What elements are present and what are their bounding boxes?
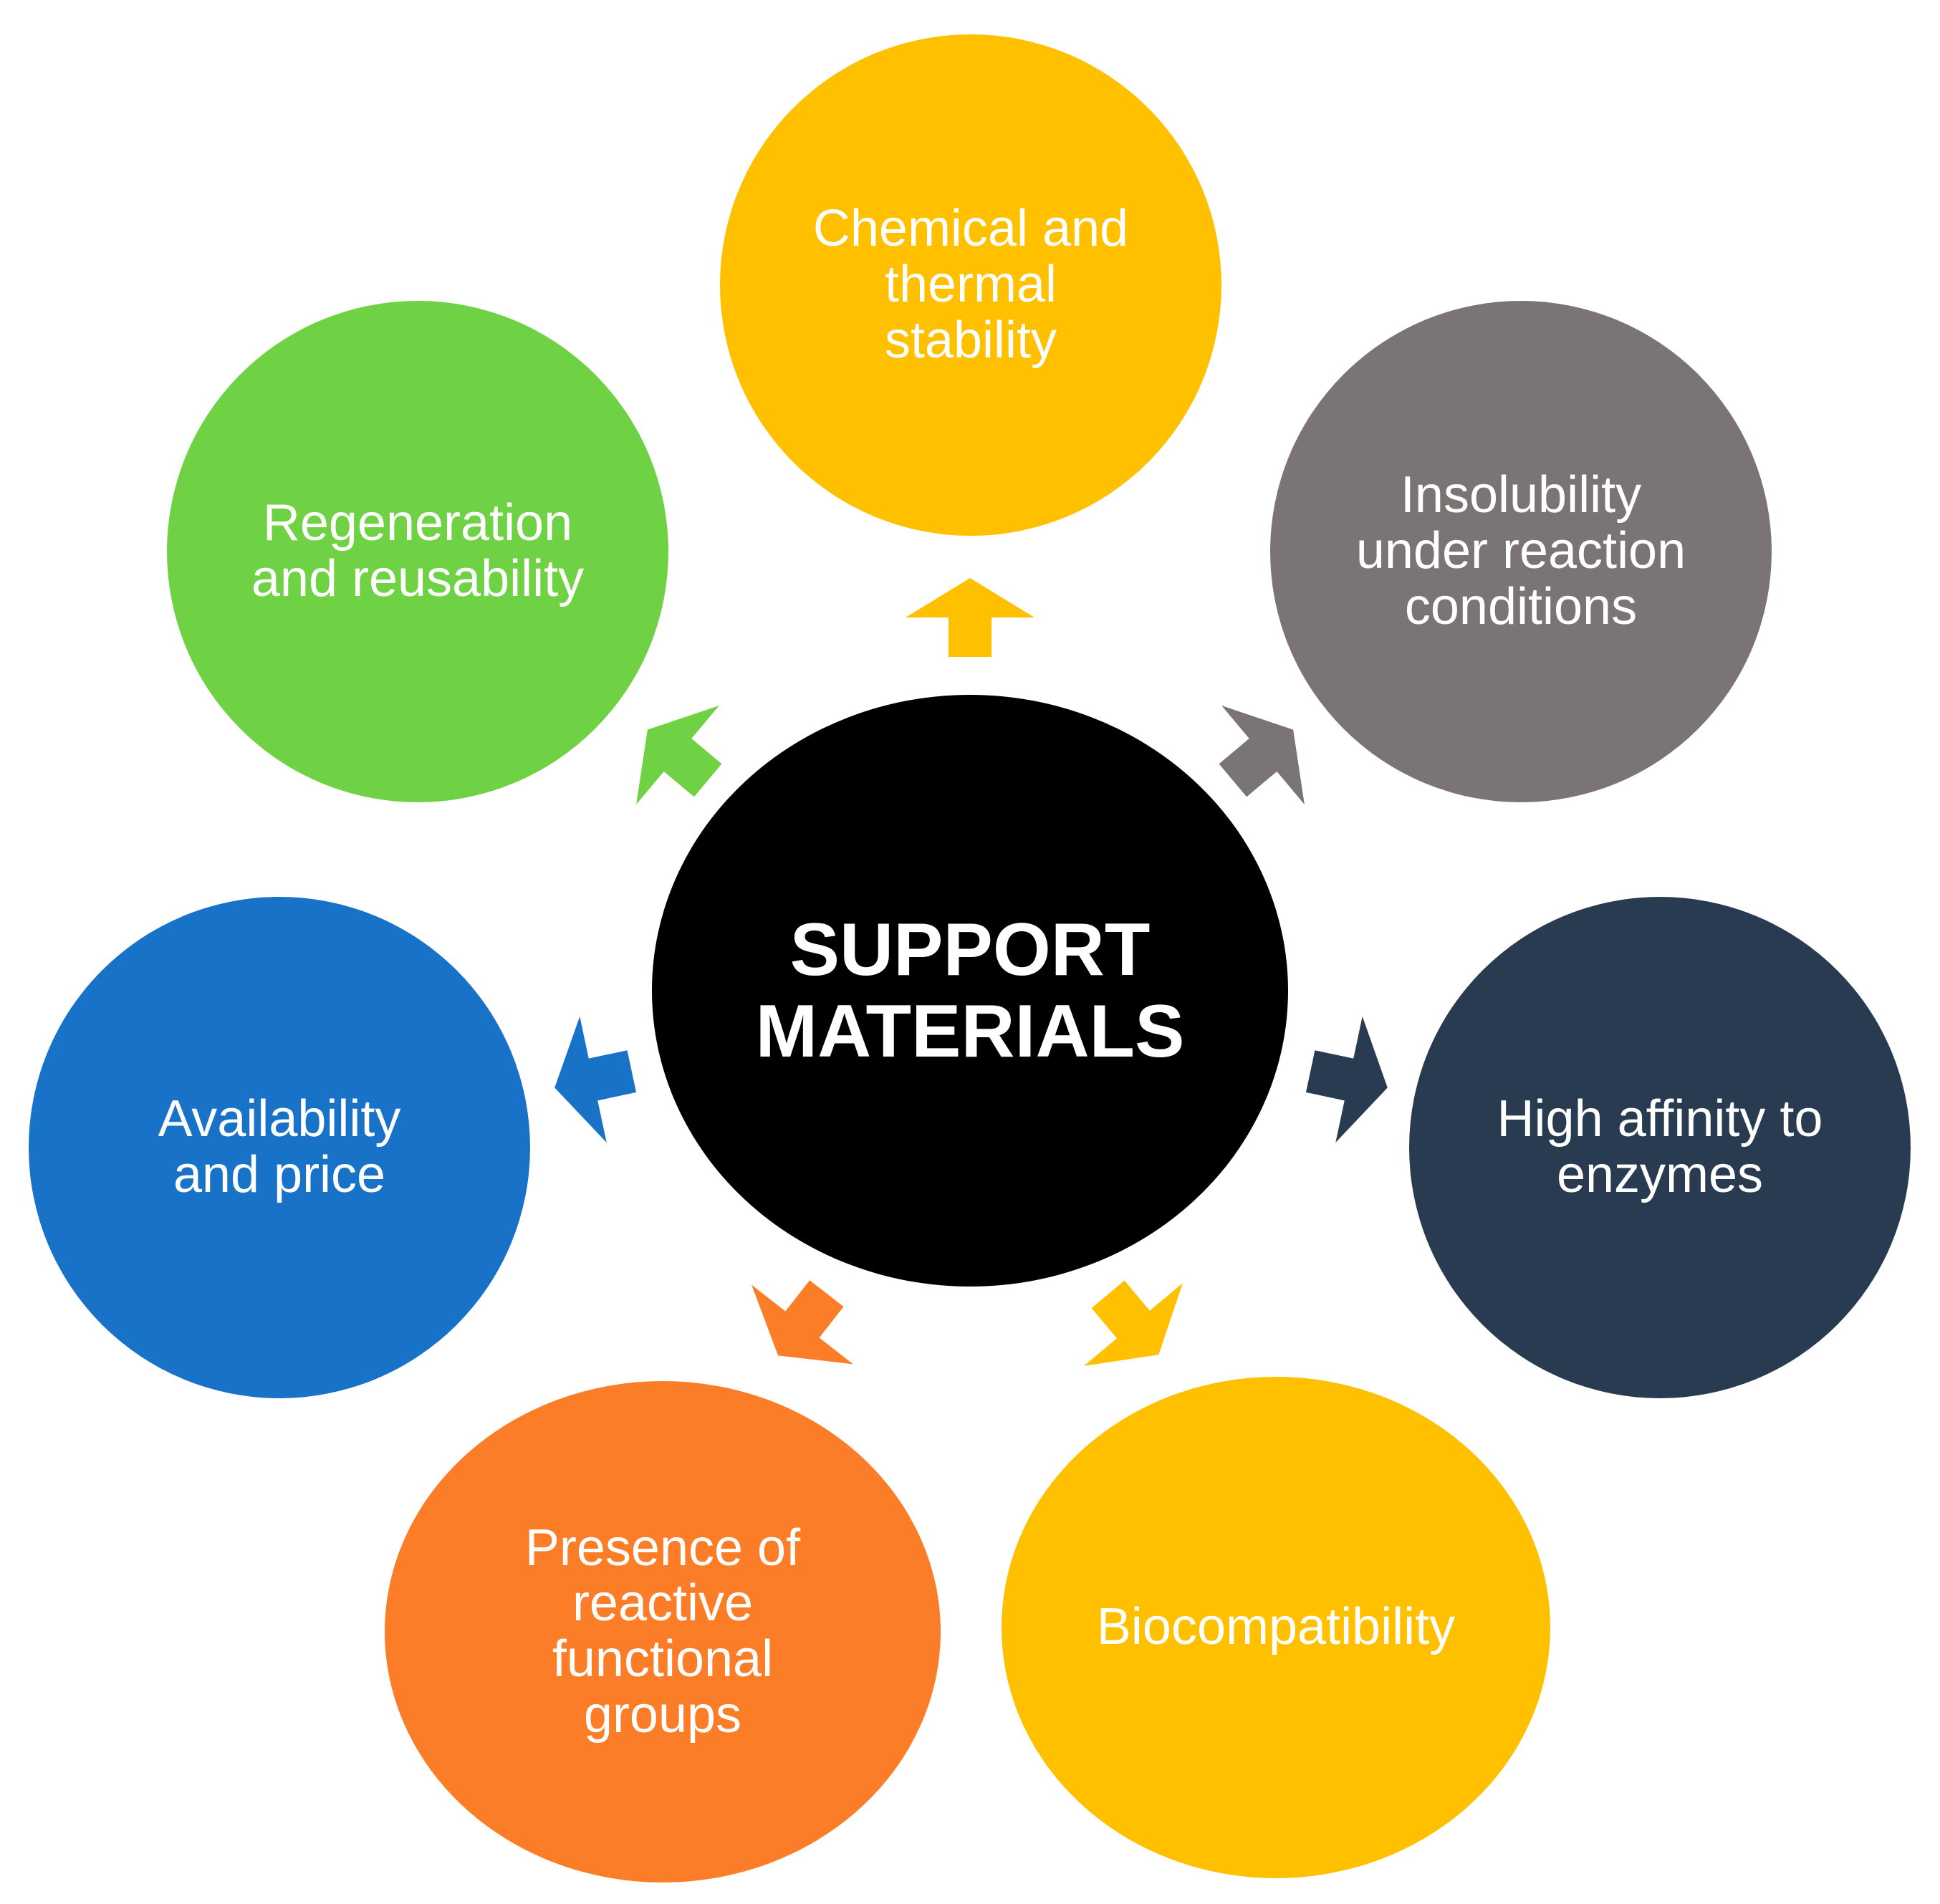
arrow-icon-right xyxy=(1305,1016,1388,1143)
node-label: Availability and price xyxy=(158,1090,401,1203)
arrow-icon-top xyxy=(906,578,1034,657)
center-label: SUPPORT MATERIALS xyxy=(755,908,1185,1073)
arrow-icon-bottom-left xyxy=(751,1280,853,1365)
node-regeneration-reusability: Regeneration and reusability xyxy=(167,301,668,802)
arrow-icon-left xyxy=(554,1016,637,1143)
arrow-icon-upper-right xyxy=(1219,706,1305,804)
node-label: Regeneration and reusability xyxy=(251,494,585,607)
node-chemical-thermal-stability: Chemical and thermal stability xyxy=(720,34,1221,536)
arrow-icon-upper-left xyxy=(636,706,722,804)
node-availability-price: Availability and price xyxy=(29,897,530,1398)
node-label: Biocompatibility xyxy=(1096,1598,1456,1656)
center-support-materials: SUPPORT MATERIALS xyxy=(652,695,1288,1287)
node-biocompatibility: Biocompatibility xyxy=(1002,1377,1550,1878)
node-label: Chemical and thermal stability xyxy=(812,200,1129,369)
node-label: Insolubility under reaction conditions xyxy=(1355,466,1686,635)
node-high-affinity-enzymes: High affinity to enzymes xyxy=(1409,897,1911,1398)
arrow-icon-bottom-right xyxy=(1084,1280,1183,1366)
node-reactive-functional-groups: Presence of reactive functional groups xyxy=(385,1381,941,1883)
node-insolubility: Insolubility under reaction conditions xyxy=(1270,301,1772,802)
node-label: High affinity to enzymes xyxy=(1497,1090,1823,1203)
node-label: Presence of reactive functional groups xyxy=(524,1519,801,1744)
